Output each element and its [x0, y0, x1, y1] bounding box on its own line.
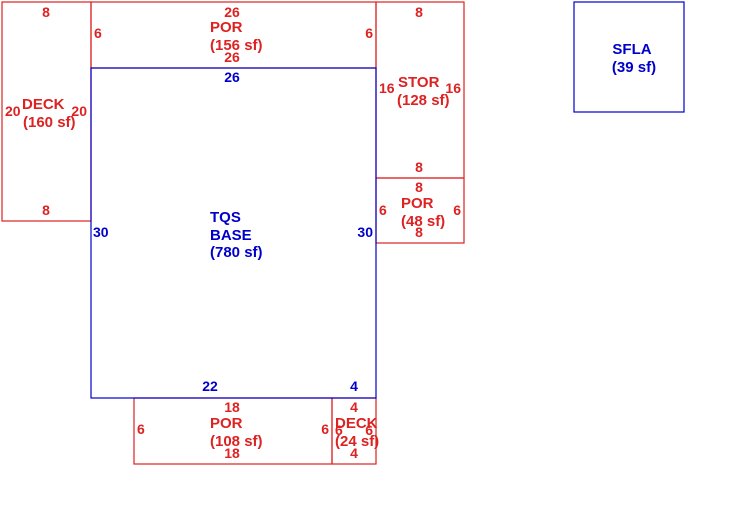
stor-labels: STOR (128 sf) 8 8 16 16 [379, 4, 461, 175]
por-bottom-dim-left: 6 [137, 421, 145, 437]
por-right-dim-left: 6 [379, 202, 387, 218]
por-right-dim-bottom: 8 [415, 224, 423, 240]
por-top-dim-left: 6 [94, 25, 102, 41]
tqs-base-outline[interactable] [90, 67, 377, 399]
tqs-base-name-line-2: BASE [210, 227, 252, 244]
tqs-base-name-line-1: TQS [210, 209, 241, 226]
por-top-dim-top: 26 [224, 4, 240, 20]
tqs-base-area: (780 sf) [210, 244, 263, 261]
stor-dim-top: 8 [415, 4, 423, 20]
stor-name: STOR [398, 74, 440, 91]
stor-dim-bottom: 8 [415, 159, 423, 175]
deck-left-dim-right: 20 [71, 103, 87, 119]
tqs-base-dim-bottom-b: 4 [350, 378, 358, 394]
tqs-base-dim-top: 26 [224, 69, 240, 85]
stor-area: (128 sf) [397, 92, 450, 109]
por-bottom-dim-top: 18 [224, 399, 240, 415]
por-right-name: POR [401, 195, 434, 212]
por-top-name: POR [210, 19, 243, 36]
deck-left-area: (160 sf) [23, 114, 76, 131]
tqs-base-labels: TQS BASE (780 sf) 26 30 30 22 4 [93, 69, 373, 394]
por-right-dim-top: 8 [415, 179, 423, 195]
deck-bottom-name: DECK [335, 415, 378, 432]
por-right-labels: POR (48 sf) 8 8 6 6 [379, 179, 461, 240]
deck-bottom-dim-left: 6 [335, 422, 343, 438]
por-right-dim-right: 6 [453, 202, 461, 218]
deck-left-labels: DECK (160 sf) 8 8 20 20 [5, 4, 87, 218]
tqs-base-dim-right: 30 [357, 224, 373, 240]
por-bottom-dim-bottom: 18 [224, 445, 240, 461]
tqs-base-dim-left: 30 [93, 224, 109, 240]
deck-left-dim-left: 20 [5, 103, 21, 119]
sfla-name: SFLA [612, 41, 651, 58]
deck-bottom-labels: DECK (24 sf) 4 4 6 6 [335, 399, 379, 461]
por-bottom-labels: POR (108 sf) 18 18 6 6 [137, 399, 329, 461]
por-bottom-area: (108 sf) [210, 433, 263, 450]
por-top-dim-right: 6 [365, 25, 373, 41]
por-bottom-dim-right: 6 [321, 421, 329, 437]
sfla-outline[interactable] [573, 1, 685, 113]
deck-left-dim-top: 8 [42, 4, 50, 20]
sfla-labels: SFLA (39 sf) [612, 41, 656, 76]
deck-bottom-area: (24 sf) [335, 433, 379, 450]
por-bottom-name: POR [210, 415, 243, 432]
deck-bottom-dim-top: 4 [350, 399, 358, 415]
deck-bottom-dim-bottom: 4 [350, 445, 358, 461]
por-right-area: (48 sf) [401, 213, 445, 230]
por-top-area: (156 sf) [210, 37, 263, 54]
deck-left-dim-bottom: 8 [42, 202, 50, 218]
deck-bottom-dim-right: 6 [365, 422, 373, 438]
sfla-area: (39 sf) [612, 59, 656, 76]
tqs-base-dim-bottom-a: 22 [202, 378, 218, 394]
por-top-dim-bottom: 26 [224, 49, 240, 65]
deck-left-name: DECK [22, 96, 65, 113]
stor-dim-left: 16 [379, 80, 395, 96]
por-top-labels: POR (156 sf) 26 26 6 6 [94, 4, 373, 65]
stor-dim-right: 16 [445, 80, 461, 96]
